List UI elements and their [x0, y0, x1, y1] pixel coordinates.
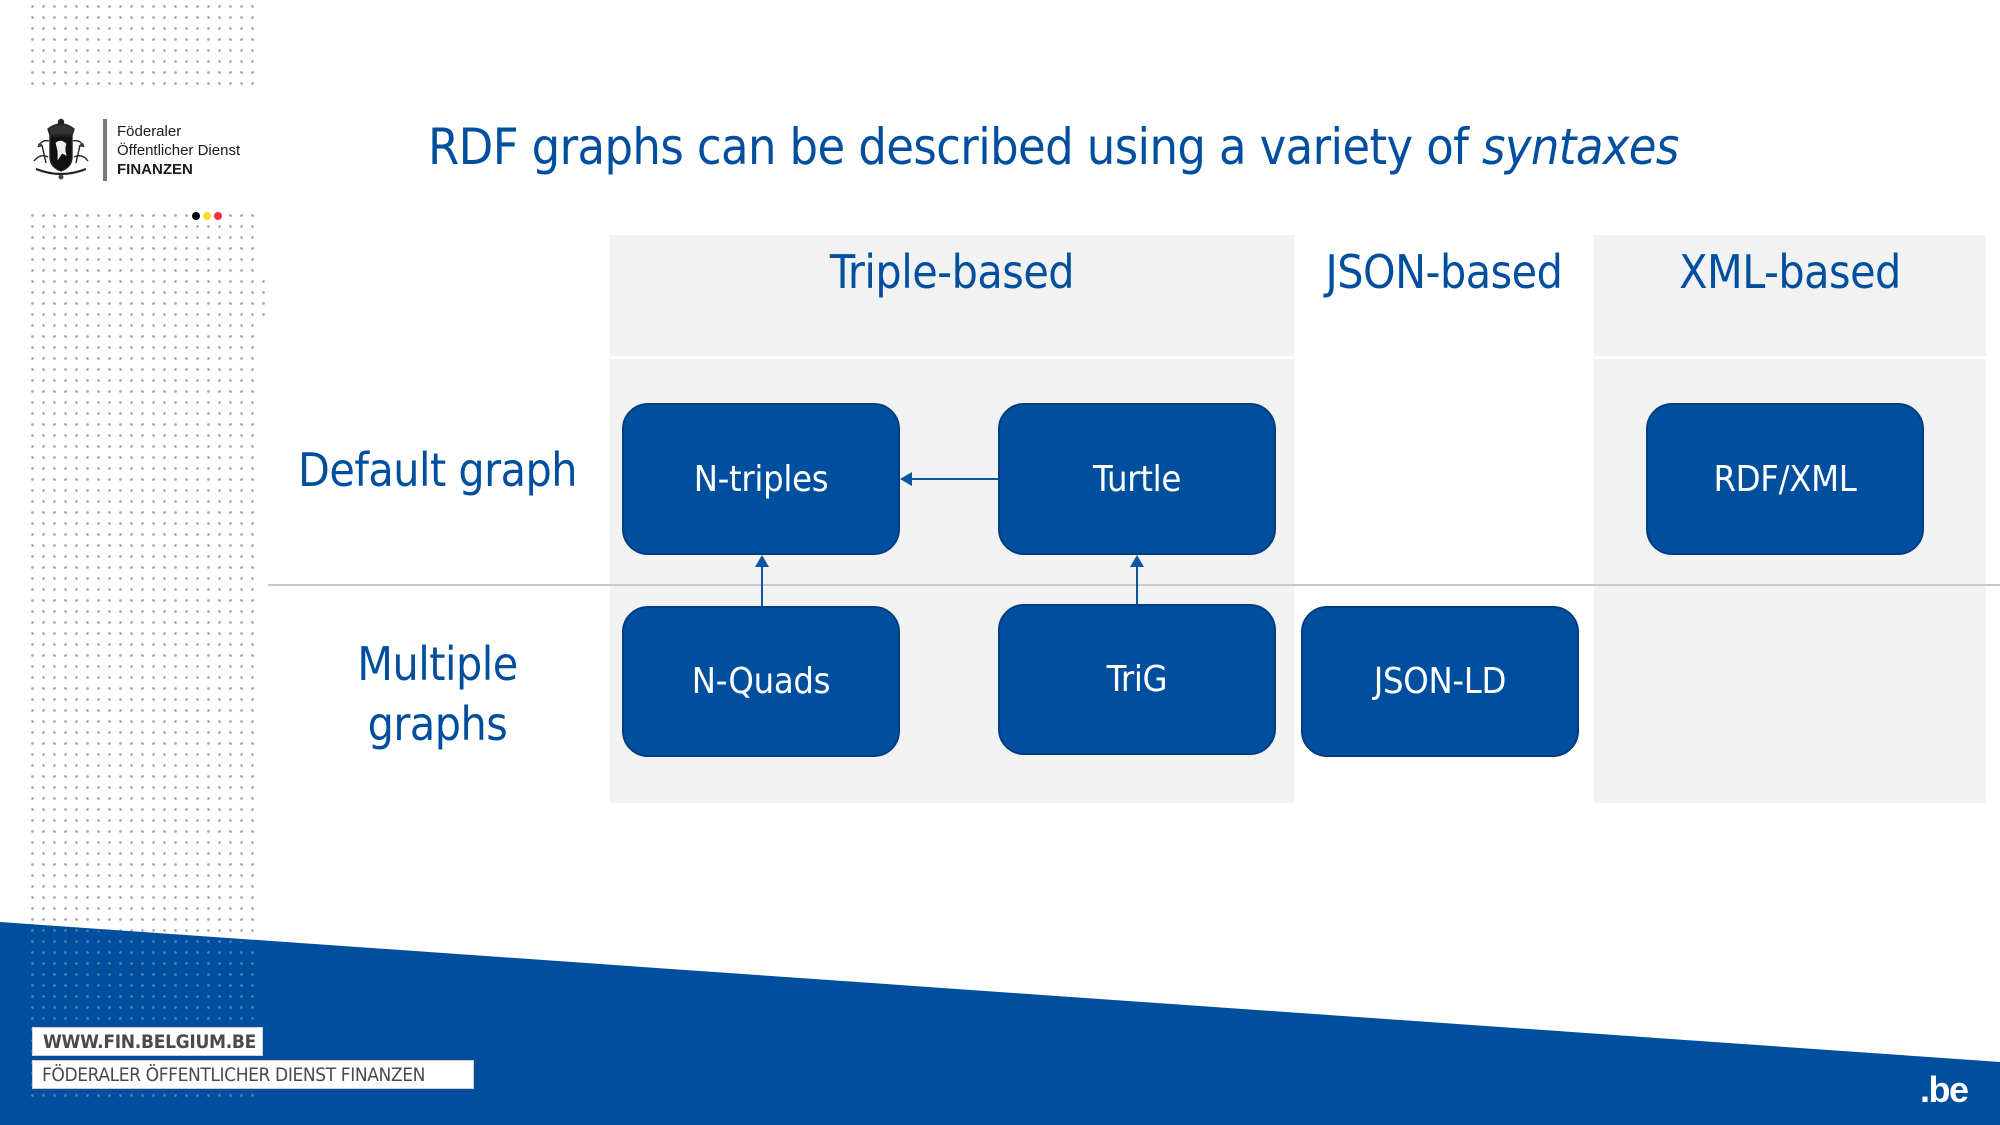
fod-finanzen-logo: Föderaler Öffentlicher Dienst FINANZEN: [28, 116, 240, 184]
yellow-dot-icon: [203, 212, 211, 220]
row-label-line-2: graphs: [367, 697, 508, 751]
footer-organization-name: FÖDERALER ÖFFENTLICHER DIENST FINANZEN: [32, 1060, 474, 1089]
xml-header-cell: [1594, 235, 1986, 356]
node-n-quads[interactable]: N-Quads: [622, 606, 900, 757]
logo-line-2: Öffentlicher Dienst: [117, 141, 241, 159]
footer-website-link[interactable]: WWW.FIN.BELGIUM.BE: [32, 1027, 263, 1056]
column-header-json-based: JSON-based: [1325, 245, 1563, 299]
column-header-triple-based: Triple-based: [829, 245, 1075, 299]
node-rdf-xml[interactable]: RDF/XML: [1646, 403, 1924, 555]
node-n-triples[interactable]: N-triples: [622, 403, 900, 555]
edge-turtle-to-ntriples: [910, 478, 998, 480]
red-dot-icon: [214, 212, 222, 220]
node-trig[interactable]: TriG: [998, 604, 1276, 755]
belgian-coat-of-arms-icon: [33, 118, 89, 180]
row-divider: [268, 584, 2000, 586]
edge-trig-to-turtle: [1136, 566, 1138, 604]
arrowhead-up-icon: [755, 555, 769, 567]
node-json-ld[interactable]: JSON-LD: [1301, 606, 1579, 757]
column-header-xml-based: XML-based: [1679, 245, 1901, 299]
logo-line-3: FINANZEN: [117, 160, 193, 178]
arrowhead-up-icon: [1130, 555, 1144, 567]
slide-title: RDF graphs can be described using a vari…: [428, 112, 1679, 182]
black-dot-icon: [192, 212, 200, 220]
be-logo: .be: [1920, 1069, 1969, 1110]
belgian-tricolor-dots: [192, 212, 222, 220]
dot-pattern-top: [27, 1, 258, 89]
title-emphasis: syntaxes: [1482, 118, 1679, 176]
row-label-multiple-graphs: Multiple graphs: [280, 634, 595, 754]
row-label-line-1: Multiple: [357, 637, 518, 691]
node-turtle[interactable]: Turtle: [998, 403, 1276, 555]
dot-pattern-accent: [258, 276, 269, 320]
arrowhead-left-icon: [900, 472, 912, 486]
logo-line-1: Föderaler: [117, 122, 182, 140]
row-label-default-graph: Default graph: [297, 443, 578, 497]
logo-divider: [103, 119, 107, 181]
title-main: RDF graphs can be described using a vari…: [428, 118, 1483, 176]
logo-text: Föderaler Öffentlicher Dienst FINANZEN: [117, 122, 240, 179]
edge-nquads-to-ntriples: [761, 566, 763, 606]
triple-header-cell: [610, 235, 1294, 356]
